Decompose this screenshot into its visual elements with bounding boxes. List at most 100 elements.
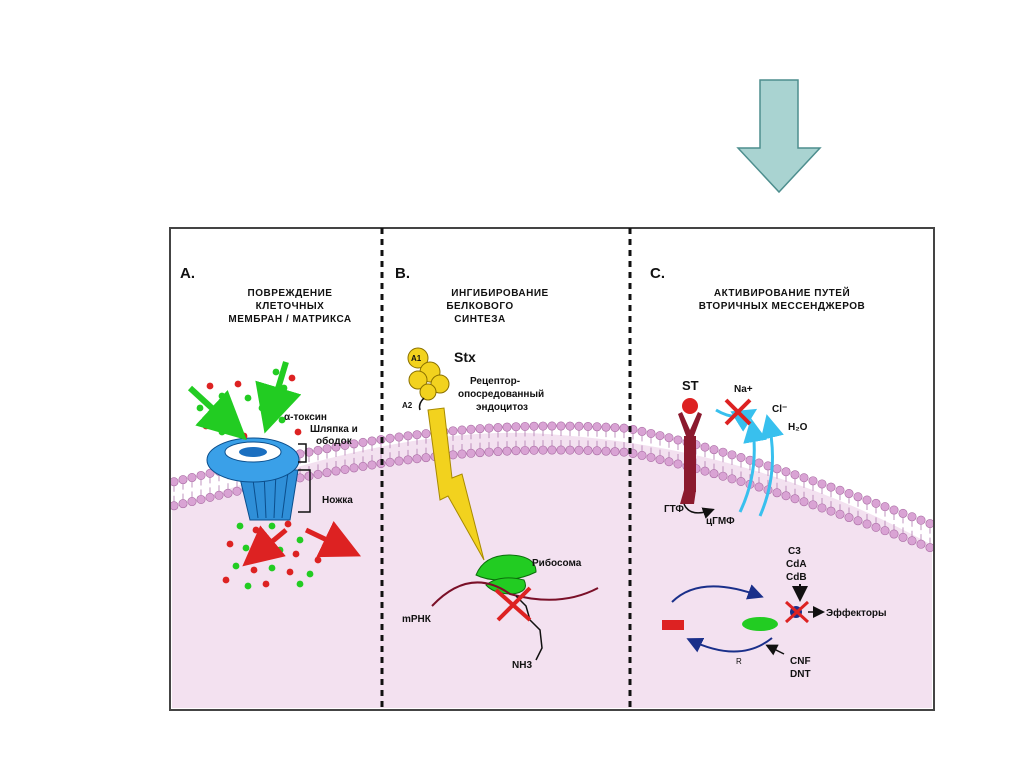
lipid-head-lower (233, 487, 241, 495)
panel-a-title-3: МЕМБРАН / МАТРИКСА (228, 314, 351, 325)
lipid-head-lower (620, 448, 628, 456)
active-gtpase (742, 617, 778, 631)
lipid-head-upper (593, 423, 601, 431)
dnt-label: DNT (790, 669, 811, 680)
lipid-head-lower (809, 501, 817, 509)
lipid-head-upper (503, 423, 511, 431)
lipid-head-upper (701, 443, 709, 451)
lipid-head-upper (782, 468, 790, 476)
lipid-head-upper (530, 422, 538, 430)
st-label: ST (682, 378, 699, 393)
lipid-head-lower (512, 447, 520, 455)
green-particle (277, 547, 284, 554)
stx-label: Stx (454, 349, 476, 365)
lipid-head-lower (476, 448, 484, 456)
green-particle (219, 429, 226, 436)
lipid-head-upper (575, 422, 583, 430)
green-particle (237, 523, 244, 530)
down-arrow-icon (738, 80, 820, 192)
lipid-head-lower (197, 495, 205, 503)
effectors-label: Эффекторы (826, 607, 887, 619)
lipid-head-lower (890, 530, 898, 538)
lipid-head-lower (845, 513, 853, 521)
lipid-head-upper (881, 502, 889, 510)
panel-b-title-1: ИНГИБИРОВАНИЕ (451, 288, 548, 299)
lipid-head-lower (791, 495, 799, 503)
green-particle (297, 537, 304, 544)
lipid-head-lower (728, 475, 736, 483)
red-particle (289, 375, 296, 382)
lipid-head-upper (872, 499, 880, 507)
red-particle (235, 381, 242, 388)
lipid-head-upper (836, 486, 844, 494)
toxin-cda-label: CdA (786, 559, 807, 570)
r-label: R (736, 657, 742, 666)
lipid-head-upper (827, 483, 835, 491)
red-particle (203, 423, 210, 430)
panel-c-title-2: ВТОРИЧНЫХ МЕССЕНДЖЕРОВ (699, 301, 866, 312)
lipid-head-upper (197, 471, 205, 479)
lipid-head-upper (926, 519, 934, 527)
lipid-head-lower (503, 447, 511, 455)
lipid-head-upper (467, 425, 475, 433)
endocytosis-label-3: эндоцитоз (476, 402, 528, 413)
lipid-head-upper (737, 453, 745, 461)
lipid-head-lower (611, 447, 619, 455)
lipid-head-lower (863, 520, 871, 528)
red-particle (293, 551, 300, 558)
panel-b-letter: B. (395, 265, 410, 282)
panel-b-title-2: БЕЛКОВОГО (446, 301, 513, 312)
lipid-head-lower (575, 446, 583, 454)
green-particle (269, 523, 276, 530)
lipid-head-lower (665, 458, 673, 466)
cap-label-1: Шляпка и (310, 424, 358, 435)
lipid-head-upper (386, 434, 394, 442)
lipid-head-lower (539, 446, 547, 454)
lipid-head-upper (809, 477, 817, 485)
lipid-head-upper (512, 423, 520, 431)
h2o-label: H₂O (788, 422, 808, 433)
inactive-gtpase (662, 620, 684, 630)
nh3-label: NH3 (512, 660, 532, 671)
lipid-head-upper (368, 437, 376, 445)
lipid-head-lower (188, 497, 196, 505)
green-particle (245, 395, 252, 402)
red-particle (315, 557, 322, 564)
lipid-head-upper (584, 422, 592, 430)
red-particle (295, 429, 302, 436)
lipid-head-lower (422, 453, 430, 461)
lipid-head-lower (530, 446, 538, 454)
lipid-head-upper (620, 424, 628, 432)
toxin-c3-label: C3 (788, 546, 801, 557)
lipid-head-lower (755, 483, 763, 491)
lipid-head-upper (449, 427, 457, 435)
cgmp-label: цГМФ (706, 516, 735, 527)
lipid-head-lower (602, 447, 610, 455)
lipid-head-upper (548, 422, 556, 430)
lipid-head-upper (458, 426, 466, 434)
green-particle (269, 565, 276, 572)
lipid-head-lower (647, 453, 655, 461)
panel-a-letter: A. (180, 265, 195, 282)
lipid-head-lower (908, 537, 916, 545)
lipid-head-lower (656, 455, 664, 463)
lipid-head-upper (899, 509, 907, 517)
lipid-head-upper (611, 423, 619, 431)
a1-label: A1 (411, 354, 422, 363)
lipid-head-lower (494, 447, 502, 455)
lipid-head-lower (386, 458, 394, 466)
cl-label: Cl⁻ (772, 404, 787, 415)
lipid-head-upper (539, 422, 547, 430)
lipid-head-lower (710, 469, 718, 477)
lipid-head-lower (224, 489, 232, 497)
lipid-head-lower (467, 449, 475, 457)
lipid-head-upper (845, 489, 853, 497)
green-particle (245, 583, 252, 590)
lipid-head-lower (368, 461, 376, 469)
lipid-head-upper (800, 474, 808, 482)
red-particle (253, 527, 260, 534)
red-particle (223, 577, 230, 584)
gtp-label: ГТФ (664, 504, 684, 515)
lipid-head-upper (854, 493, 862, 501)
lipid-head-lower (332, 467, 340, 475)
